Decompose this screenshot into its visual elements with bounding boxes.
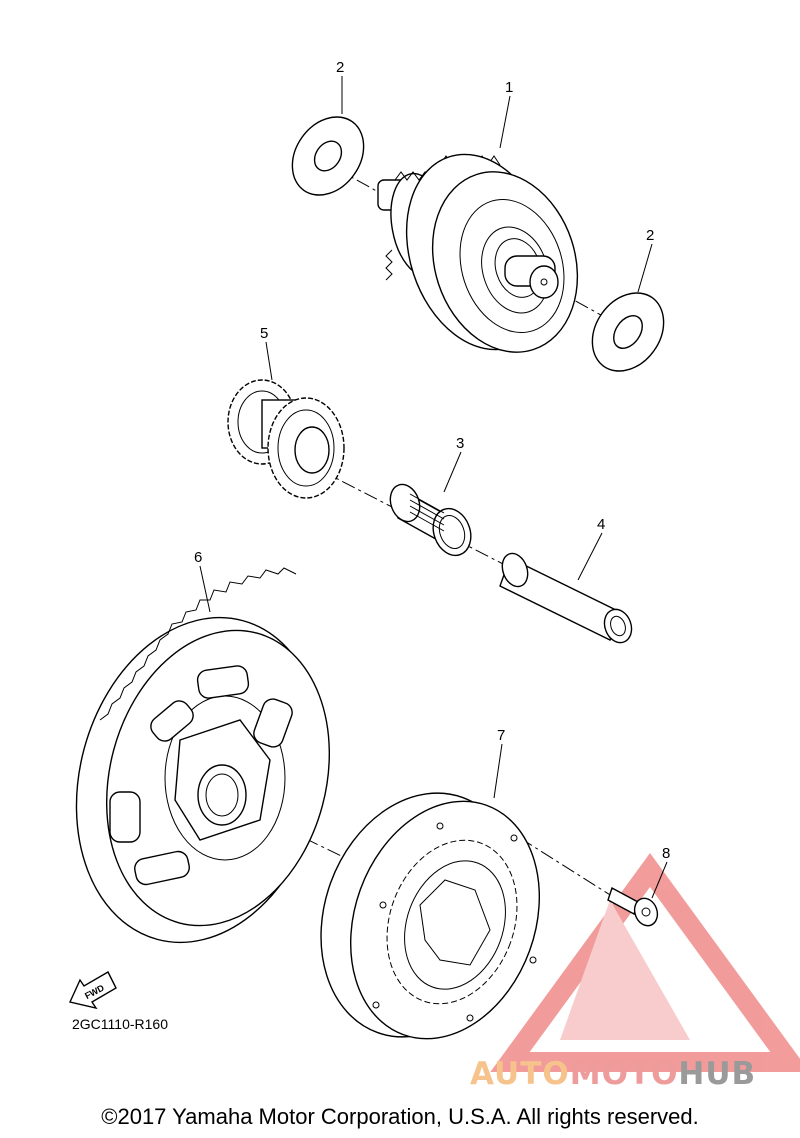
callout-part-2-upper: 2 xyxy=(336,59,344,76)
part-3-needle-bearing xyxy=(389,483,472,557)
part-7-one-way-clutch xyxy=(320,792,541,1040)
part-8-bolt xyxy=(607,886,659,927)
watermark-part-1: AUTO xyxy=(470,1056,570,1092)
part-2-lower-washer xyxy=(591,292,665,372)
leader-lines xyxy=(199,76,668,899)
part-5-idler-gear xyxy=(227,379,345,499)
callout-part-7: 7 xyxy=(497,727,505,744)
callout-part-6: 6 xyxy=(194,549,202,566)
watermark-text: AUTOMOTOHUB xyxy=(470,1056,756,1092)
watermark-logo-triangle xyxy=(490,853,800,1072)
part-6-starter-wheel-gear xyxy=(75,567,331,944)
callout-part-3: 3 xyxy=(456,435,464,452)
part-1-starter-clutch-gear xyxy=(377,153,579,353)
diagram-code: 2GC1110-R160 xyxy=(72,1016,168,1032)
callout-part-2-lower: 2 xyxy=(646,227,654,244)
copyright-text: ©2017 Yamaha Motor Corporation, U.S.A. A… xyxy=(101,1104,699,1129)
watermark-part-2: MOTO xyxy=(569,1056,679,1092)
callout-part-8: 8 xyxy=(662,845,670,862)
part-2-upper-washer xyxy=(291,116,365,196)
axis-bolt xyxy=(519,837,616,899)
part-4-shaft xyxy=(499,552,633,644)
callout-part-4: 4 xyxy=(597,516,605,533)
callout-part-1: 1 xyxy=(505,79,513,96)
fwd-arrow-icon: FWD xyxy=(69,971,117,1010)
callout-part-5: 5 xyxy=(260,325,268,342)
watermark-part-3: HUB xyxy=(678,1056,757,1092)
